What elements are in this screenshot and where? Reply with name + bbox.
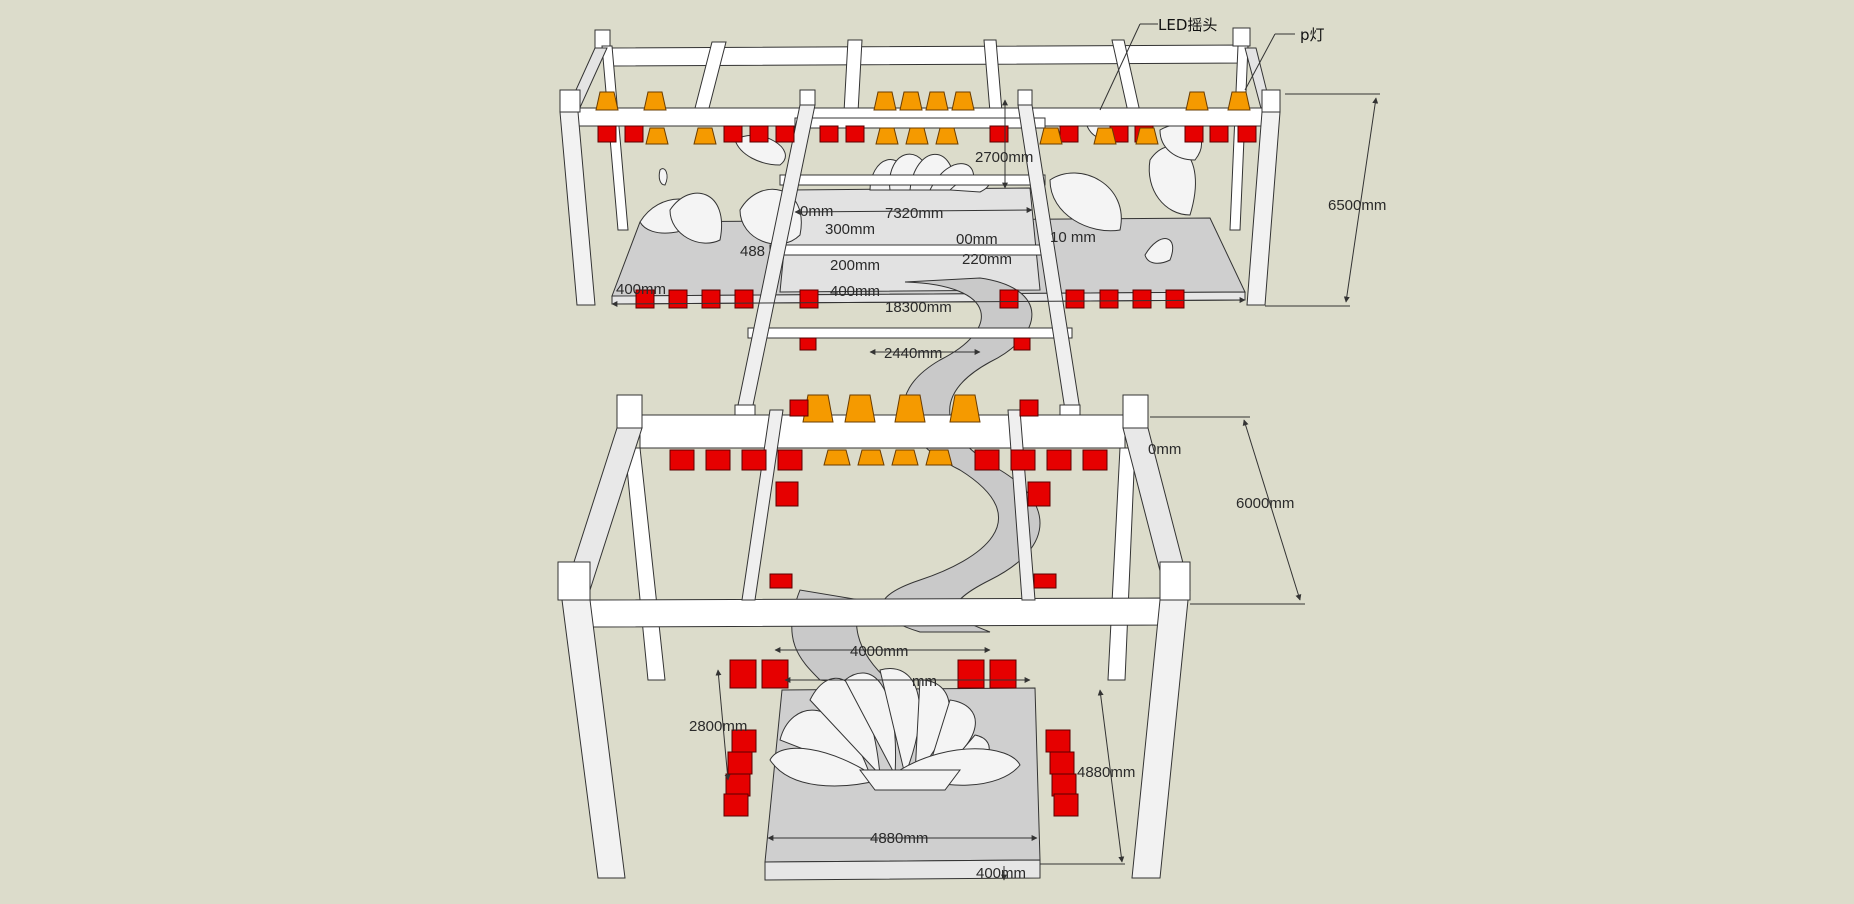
dim-lower-4000: 4000mm	[850, 643, 908, 660]
upper-par-row	[595, 91, 1251, 145]
lower-par-row	[802, 394, 981, 466]
dim-partial-right: 00mm	[956, 231, 998, 248]
dim-lower-2800: 2800mm	[689, 718, 747, 735]
dim-lower-truss-height: 6000mm	[1236, 495, 1294, 512]
dim-partial-left: 0mm	[800, 203, 833, 220]
upper-led-row-back	[597, 125, 1257, 143]
dim-step-300: 300mm	[825, 221, 875, 238]
dim-lower-4880-front: 4880mm	[870, 830, 928, 847]
dim-lower-4880-side: 4880mm	[1077, 764, 1135, 781]
dim-lower-400: 400mm	[976, 865, 1026, 882]
lower-truss	[557, 394, 1191, 879]
lower-led-row	[669, 399, 1108, 817]
dim-stage-width: 18300mm	[885, 299, 952, 316]
upper-front-truss	[559, 89, 1281, 306]
par-light-label: p灯	[1300, 26, 1325, 44]
dim-step-400-mid: 400mm	[830, 283, 880, 300]
lower-stage-edge	[764, 859, 1041, 881]
dim-catwalk-width: 2440mm	[884, 345, 942, 362]
dimension-lines	[611, 23, 1380, 881]
catwalk-path	[881, 277, 1041, 633]
dim-upper-truss-height: 6500mm	[1328, 197, 1386, 214]
dim-step-400-left: 400mm	[616, 281, 666, 298]
dim-partial-488: 488	[740, 243, 765, 260]
middle-truss	[734, 89, 1081, 426]
upper-fan-decor	[869, 153, 990, 193]
lower-fan-decor	[769, 668, 1021, 791]
dim-lower-mm: mm	[912, 673, 937, 690]
dim-partial-lower: 0mm	[1148, 441, 1181, 458]
dim-runway-depth: 2700mm	[975, 149, 1033, 166]
dim-step-200: 200mm	[830, 257, 880, 274]
dim-partial-right2: 10 mm	[1050, 229, 1096, 246]
dim-runway-width: 7320mm	[885, 205, 943, 222]
led-moving-head-label: LED摇头	[1158, 16, 1217, 34]
dim-step-220: 220mm	[962, 251, 1012, 268]
